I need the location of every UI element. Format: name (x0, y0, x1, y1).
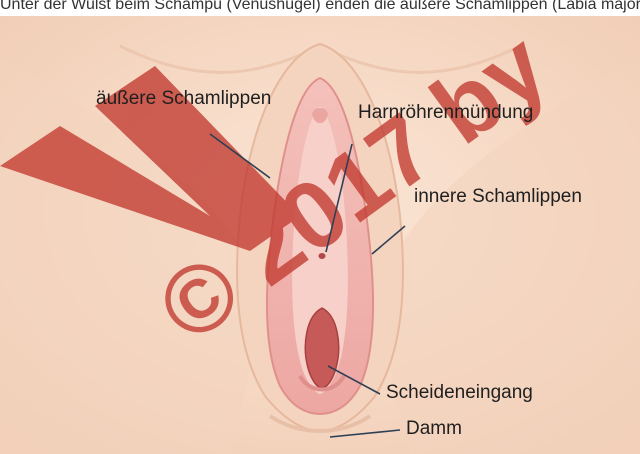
label-urethral-opening: Harnröhrenmündung (358, 102, 533, 124)
caption-fragment: Unter der Wulst beim Schampu (Venushügel… (0, 0, 640, 16)
label-vaginal-opening: Scheideneingang (386, 382, 533, 404)
label-outer-labia: äußere Schamlippen (96, 88, 271, 110)
anatomy-illustration: © 2017 by (0, 16, 640, 454)
illustration-frame: © 2017 by äußere Schamlippen Harnröhrenm… (0, 16, 640, 454)
vaginal-opening-mark (305, 308, 338, 388)
label-inner-labia: innere Schamlippen (414, 186, 582, 208)
label-perineum: Damm (406, 418, 462, 440)
